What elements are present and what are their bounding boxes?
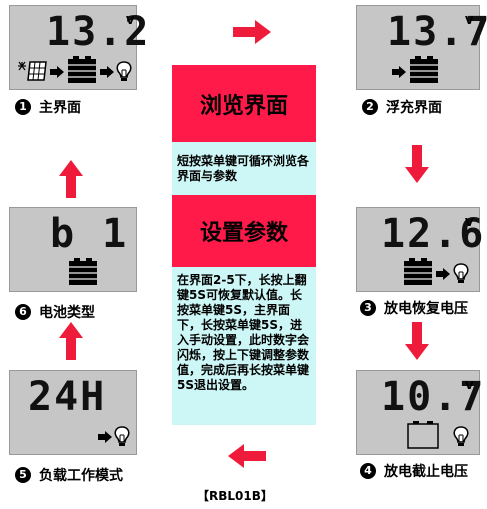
step-number: 2 xyxy=(362,99,378,115)
caption-recover-voltage: 3 放电恢复电压 xyxy=(360,298,468,318)
caption-battery-type: 6 电池类型 xyxy=(15,302,95,322)
arrow-right-icon xyxy=(233,20,271,44)
voltage-digits: 10.7 xyxy=(381,374,486,420)
arrow-right-icon xyxy=(392,66,406,78)
step-number: 3 xyxy=(360,300,376,316)
battery-type-digits: b 1 xyxy=(50,211,129,257)
solar-panel-icon xyxy=(18,61,47,81)
load-mode-digits: 24H xyxy=(28,374,107,420)
model-label: 【RBL01B】 xyxy=(197,489,273,503)
bulb-icon xyxy=(453,426,469,446)
lcd-battery-type: b 1 xyxy=(9,207,137,292)
battery-empty-icon xyxy=(407,421,439,449)
battery-full-icon xyxy=(404,258,432,285)
arrow-up-icon xyxy=(59,322,83,360)
caption-load-mode: 5 负载工作模式 xyxy=(15,465,123,485)
caption-text: 主界面 xyxy=(39,100,81,116)
battery-full-icon xyxy=(69,258,97,285)
arrow-right-icon xyxy=(100,66,114,78)
voltage-unit: V xyxy=(465,379,474,392)
arrow-down-icon xyxy=(405,145,429,183)
battery-full-icon xyxy=(68,56,96,83)
caption-text: 放电恢复电压 xyxy=(384,301,468,317)
voltage-unit: V xyxy=(465,216,474,229)
caption-main: 1 主界面 xyxy=(15,97,81,117)
caption-text: 电池类型 xyxy=(39,305,95,321)
arrow-down-icon xyxy=(405,322,429,360)
voltage-unit: V xyxy=(126,14,135,27)
voltage-digits: 13.2 xyxy=(46,9,151,55)
battery-full-icon xyxy=(410,56,438,83)
settings-note: 在界面2-5下，长按上翻键5S可恢复默认值。长按菜单键5S，主界面下，长按菜单键… xyxy=(172,267,316,425)
lcd-main: 13.2 V xyxy=(9,5,148,90)
bulb-icon xyxy=(116,61,132,81)
browse-banner: 浏览界面 xyxy=(172,65,316,142)
voltage-digits: 12.6 xyxy=(381,211,486,257)
lcd-load-mode: 24H xyxy=(9,370,137,455)
caption-float: 2 浮充界面 xyxy=(362,97,442,117)
bulb-icon xyxy=(114,426,130,446)
arrow-up-icon xyxy=(59,160,83,198)
step-number: 1 xyxy=(15,99,31,115)
caption-cutoff-voltage: 4 放电截止电压 xyxy=(360,461,468,481)
lcd-recover-voltage: 12.6 V xyxy=(356,207,483,292)
arrow-right-icon xyxy=(98,431,112,443)
voltage-digits: 13.7 xyxy=(387,9,487,55)
step-number: 6 xyxy=(15,304,31,320)
browse-note: 短按菜单键可循环浏览各界面与参数 xyxy=(172,142,316,202)
arrow-left-icon xyxy=(228,444,266,468)
step-number: 4 xyxy=(360,463,376,479)
caption-text: 浮充界面 xyxy=(386,100,442,116)
arrow-right-icon xyxy=(436,268,450,280)
lcd-cutoff-voltage: 10.7 V xyxy=(356,370,483,455)
settings-banner: 设置参数 xyxy=(172,195,316,267)
lcd-float: 13.7 V xyxy=(356,5,487,90)
voltage-unit: V xyxy=(465,14,474,27)
caption-text: 负载工作模式 xyxy=(39,468,123,484)
bulb-icon xyxy=(453,263,469,283)
step-number: 5 xyxy=(15,467,31,483)
caption-text: 放电截止电压 xyxy=(384,464,468,480)
arrow-right-icon xyxy=(50,66,64,78)
